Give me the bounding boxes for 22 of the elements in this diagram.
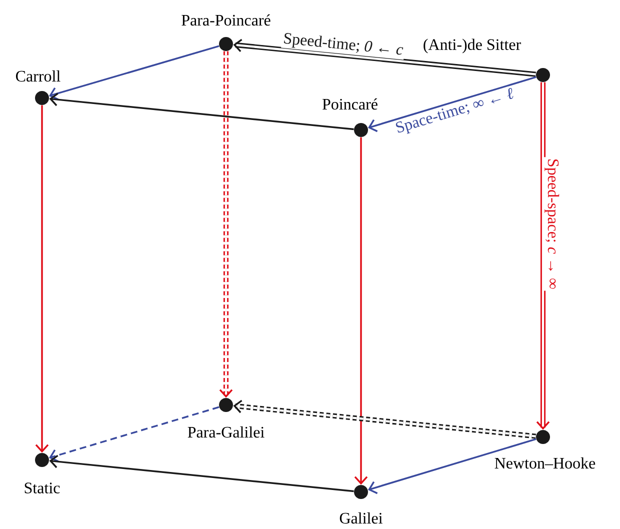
arrow	[219, 51, 233, 398]
arrow	[536, 82, 550, 430]
vertex-label: Carroll	[16, 70, 60, 82]
vertex-label: Static	[24, 482, 60, 494]
vertex-label: Para-Poincaré	[182, 14, 270, 26]
arrow	[233, 400, 536, 439]
arrow	[48, 45, 220, 100]
vertex-label: Newton–Hooke	[494, 457, 596, 469]
vertex-label: (Anti-)de Sitter	[424, 38, 521, 54]
edge-label: Speed-time; 0 ← c	[281, 30, 406, 60]
arrow	[48, 406, 220, 462]
arrow	[233, 38, 536, 77]
edge-label: Speed-space; c → ∞	[543, 157, 560, 291]
arrow	[354, 137, 368, 485]
vertex-label: Galilei	[340, 512, 382, 524]
vertex-label: Poincaré	[322, 98, 378, 110]
arrow	[368, 76, 536, 132]
arrow	[368, 438, 536, 494]
arrow	[49, 92, 354, 130]
arrow	[35, 105, 49, 453]
arrow	[49, 454, 354, 492]
vertex-label: Para-Galilei	[188, 426, 264, 438]
